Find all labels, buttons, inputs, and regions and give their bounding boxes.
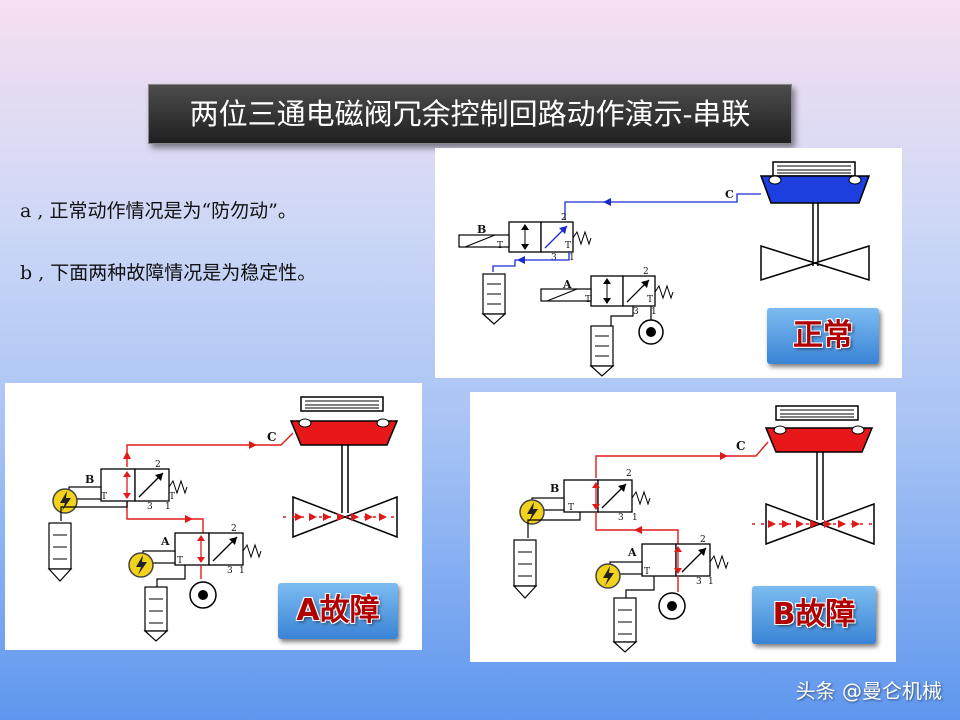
port-t: T bbox=[101, 492, 107, 502]
port-1: 1 bbox=[708, 577, 714, 587]
port-2: 2 bbox=[561, 213, 567, 223]
valve-b: B 2 3 1 T bbox=[531, 469, 651, 523]
label-a: A bbox=[160, 535, 170, 548]
panel-fault-a: C B 2 3 1 T T bbox=[5, 383, 422, 650]
valve-a: A 2 3 1 T T bbox=[540, 267, 674, 317]
exhaust-icon bbox=[589, 325, 615, 377]
port-t: T bbox=[647, 295, 653, 305]
label-c: C bbox=[736, 439, 746, 453]
diagram-normal: C B 2 3 1 T T bbox=[458, 161, 871, 377]
port-t: T bbox=[644, 567, 650, 577]
valve-b: B 2 3 1 T T bbox=[68, 460, 188, 512]
exhaust-icon bbox=[47, 522, 73, 582]
butterfly-valve-icon bbox=[752, 502, 875, 546]
badge-fault-a: A故障 bbox=[278, 583, 398, 639]
label-a: A bbox=[562, 278, 572, 291]
port-2: 2 bbox=[700, 535, 706, 545]
port-3: 3 bbox=[618, 513, 624, 523]
exhaust-icon bbox=[481, 273, 507, 325]
port-3: 3 bbox=[696, 577, 702, 587]
port-2: 2 bbox=[643, 267, 649, 277]
note-a: a , 正常动作情况是为“防勿动”。 bbox=[20, 200, 297, 222]
slide-title: 两位三通电磁阀冗余控制回路动作演示-串联 bbox=[148, 84, 792, 144]
port-t: T bbox=[497, 241, 503, 251]
note-b: b , 下面两种故障情况是为稳定性。 bbox=[20, 262, 317, 284]
valve-a: A 2 3 1 T bbox=[142, 524, 262, 576]
port-3: 3 bbox=[633, 307, 639, 317]
solenoid-fault-icon bbox=[519, 499, 545, 525]
label-b: B bbox=[85, 473, 94, 486]
actuator-icon bbox=[289, 396, 399, 513]
label-b: B bbox=[477, 223, 486, 236]
port-t: T bbox=[585, 295, 591, 305]
pressure-source-icon bbox=[658, 592, 686, 620]
label-c: C bbox=[725, 188, 734, 201]
pressure-source-icon bbox=[638, 319, 664, 345]
port-t: T bbox=[169, 492, 175, 502]
port-3: 3 bbox=[147, 502, 153, 512]
panel-normal: C B 2 3 1 T T bbox=[435, 148, 902, 378]
actuator-icon bbox=[759, 161, 871, 266]
port-t: T bbox=[177, 556, 183, 566]
label-b: B bbox=[550, 482, 559, 495]
port-1: 1 bbox=[651, 307, 657, 317]
butterfly-valve-icon bbox=[760, 244, 870, 282]
solenoid-fault-icon bbox=[595, 563, 621, 589]
pressure-source-icon bbox=[189, 581, 217, 609]
badge-fault-b: B故障 bbox=[752, 586, 876, 644]
port-3: 3 bbox=[227, 566, 233, 576]
diagram-fault-b: C B 2 3 1 T bbox=[512, 405, 875, 653]
exhaust-icon bbox=[612, 597, 638, 653]
actuator-icon bbox=[764, 405, 874, 520]
exhaust-icon bbox=[512, 539, 538, 599]
port-1: 1 bbox=[569, 253, 575, 263]
port-1: 1 bbox=[165, 502, 171, 512]
port-1: 1 bbox=[239, 566, 245, 576]
port-t: T bbox=[568, 503, 574, 513]
label-a: A bbox=[627, 546, 637, 559]
port-3: 3 bbox=[551, 253, 557, 263]
solenoid-fault-icon bbox=[52, 488, 78, 514]
port-1: 1 bbox=[632, 513, 638, 523]
watermark: 头条 @曼仑机械 bbox=[795, 679, 942, 703]
panel-fault-b: C B 2 3 1 T bbox=[470, 392, 896, 662]
butterfly-valve-icon bbox=[283, 495, 398, 539]
exhaust-icon bbox=[143, 586, 169, 642]
diagram-fault-a: C B 2 3 1 T T bbox=[47, 396, 399, 642]
valve-a: A 2 3 1 T bbox=[609, 535, 729, 587]
port-2: 2 bbox=[626, 469, 632, 479]
port-2: 2 bbox=[155, 460, 161, 470]
port-2: 2 bbox=[231, 524, 237, 534]
badge-normal: 正常 bbox=[767, 308, 879, 364]
solenoid-fault-icon bbox=[128, 552, 154, 578]
port-t: T bbox=[565, 241, 571, 251]
label-c: C bbox=[267, 430, 277, 444]
valve-b: B 2 3 1 T T bbox=[458, 213, 592, 263]
